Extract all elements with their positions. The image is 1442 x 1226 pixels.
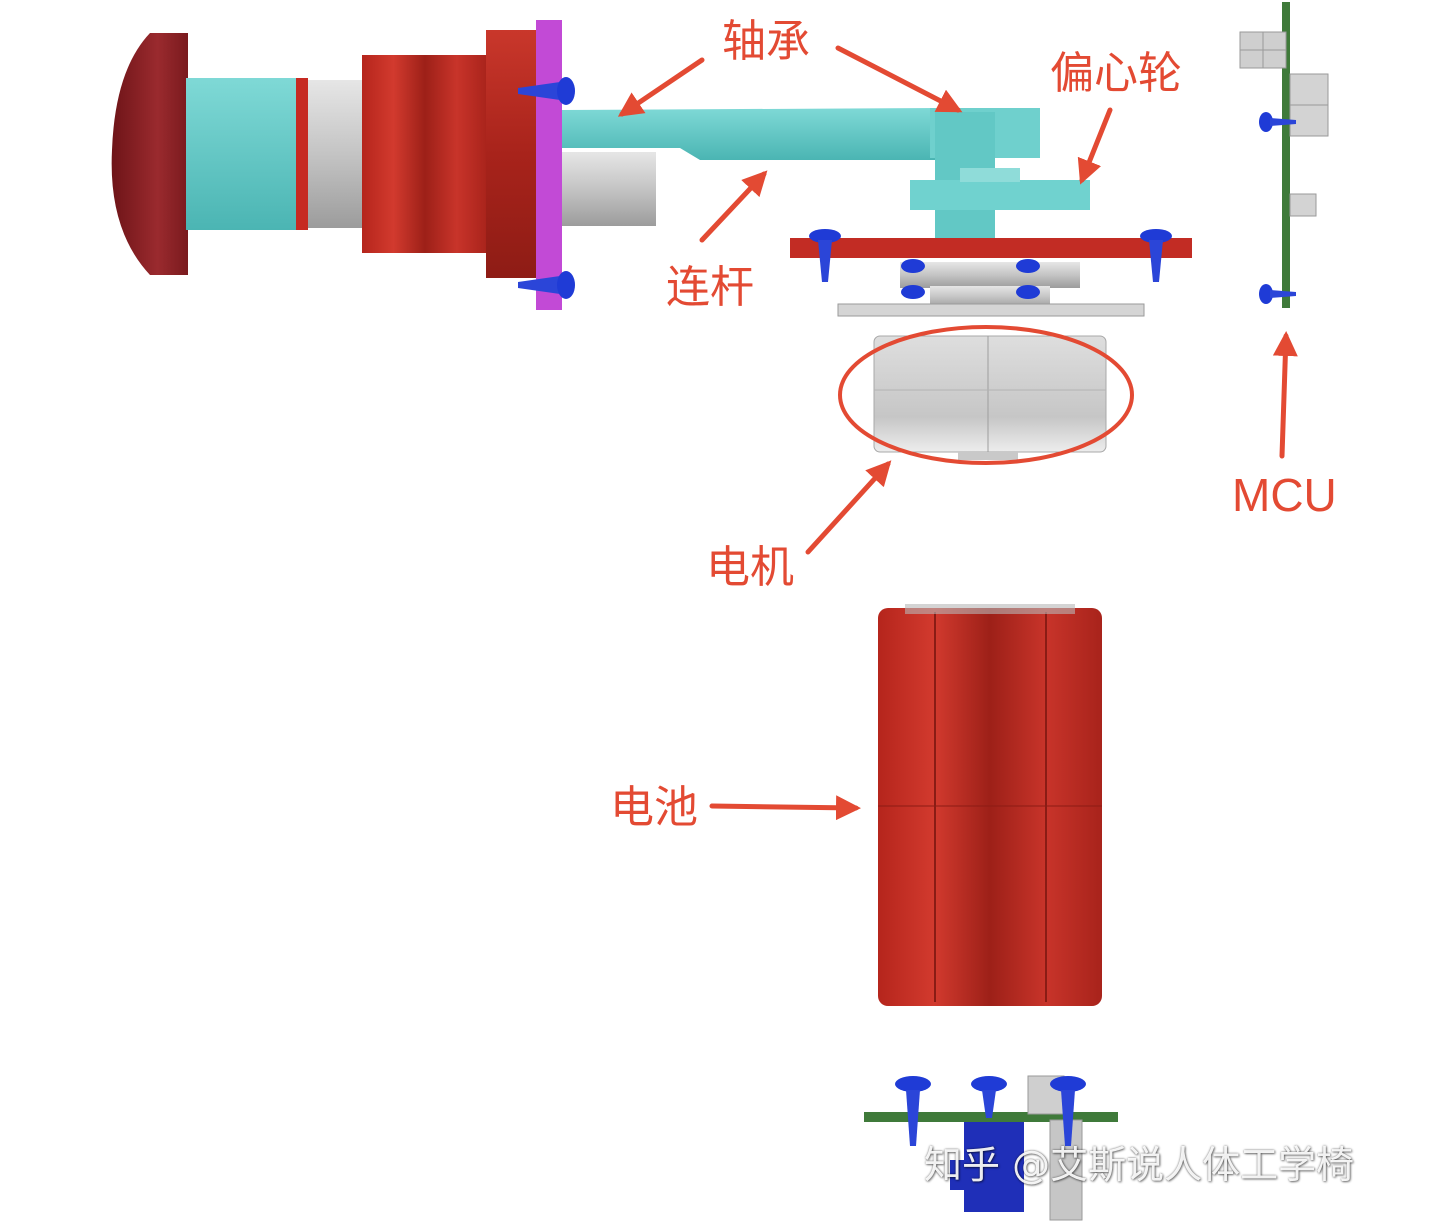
arrow-connecting-rod [699, 170, 768, 243]
red-ring [296, 78, 308, 230]
pcb-vertical [1282, 2, 1290, 308]
arrow-eccentric-wheel [1077, 107, 1113, 185]
label-connecting-rod: 连杆 [666, 262, 754, 313]
screw [1259, 284, 1296, 304]
watermark: 知乎 @艾斯说人体工学椅 [924, 1143, 1355, 1187]
arrow-motor [805, 460, 892, 555]
actuator-assembly [111, 20, 656, 310]
label-bearing: 轴承 [722, 16, 810, 67]
screw [1050, 1076, 1086, 1146]
connecting-rod-part [562, 108, 1090, 240]
eccentric-wheel-part [910, 180, 1090, 210]
screw [809, 229, 841, 282]
screw [971, 1076, 1007, 1118]
screw [1016, 259, 1040, 299]
screw [1259, 112, 1296, 132]
red-housing [362, 55, 488, 253]
motor-highlight-ellipse [838, 325, 1134, 465]
screw [518, 77, 575, 105]
gray-lower-shaft [562, 152, 656, 226]
mcu-board [1239, 2, 1329, 308]
screw [1140, 229, 1172, 282]
red-mount-plate [790, 238, 1192, 258]
label-battery: 电池 [610, 782, 698, 833]
gray-disk [837, 303, 1145, 317]
screw [518, 271, 575, 299]
screw [901, 259, 925, 299]
red-knob [111, 33, 188, 275]
magenta-flange [536, 20, 562, 310]
screw [895, 1076, 931, 1146]
arrow-bearing-right [835, 45, 963, 113]
label-eccentric-wheel: 偏心轮 [1050, 48, 1182, 99]
annotation-arrows [617, 45, 1298, 821]
arrow-battery [709, 795, 861, 821]
arrow-bearing-left [617, 57, 705, 117]
label-mcu: MCU [1232, 469, 1337, 521]
motor-mount [790, 229, 1192, 465]
motor-body [873, 335, 1107, 453]
red-housing-flange [486, 30, 538, 278]
cyan-shaft-sleeve [186, 78, 306, 230]
arrow-mcu [1272, 331, 1298, 459]
gray-coupling [308, 80, 364, 228]
bottom-board [864, 1075, 1118, 1221]
battery-part [878, 604, 1102, 1006]
label-motor: 电机 [706, 542, 794, 593]
